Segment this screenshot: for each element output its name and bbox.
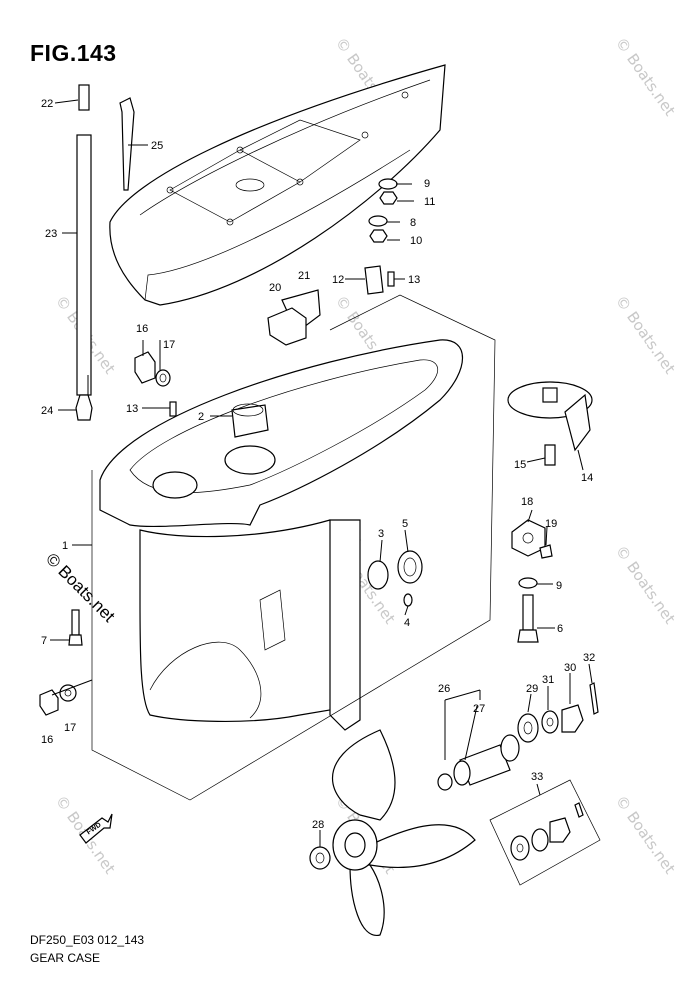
callout-18: 18: [521, 496, 533, 508]
callout-33: 33: [531, 771, 543, 783]
callout-31: 31: [542, 674, 554, 686]
watermark: © Boats.net: [612, 542, 679, 627]
callout-29: 29: [526, 683, 538, 695]
watermark-main: © Boats.net: [42, 549, 119, 626]
callout-32: 32: [583, 652, 595, 664]
callout-16: 16: [136, 323, 148, 335]
callout-19: 19: [545, 518, 557, 530]
seal-parts: [367, 550, 423, 607]
prop-hardware: [437, 682, 599, 791]
trim-tab: [507, 381, 593, 466]
callout-13: 13: [408, 274, 420, 286]
bolts: [68, 577, 539, 646]
callout-2: 2: [198, 411, 204, 423]
callout-17: 17: [163, 339, 175, 351]
callout-13-lower: 13: [126, 403, 138, 415]
callout-5: 5: [402, 518, 408, 530]
watermark: © Boats.net: [612, 792, 679, 877]
callout-labels: 22 25 23 24 9 11 8 10 12 13 21 20 16 17 …: [41, 98, 595, 831]
callout-23: 23: [45, 228, 57, 240]
callout-10: 10: [410, 235, 422, 247]
callout-9: 9: [424, 178, 430, 190]
watermark: © Boats.net: [612, 292, 679, 377]
figure-title: FIG.143: [30, 40, 117, 66]
callout-21: 21: [298, 270, 310, 282]
callout-8: 8: [410, 217, 416, 229]
callout-14: 14: [581, 472, 593, 484]
watermark: © Boats.net: [612, 34, 679, 119]
plug-gasket-upper: [134, 351, 171, 387]
plug-gasket-lower: [39, 684, 77, 716]
callout-11: 11: [424, 196, 435, 208]
gear-case-housing: [99, 339, 463, 731]
callout-27: 27: [473, 703, 485, 715]
callout-1: 1: [62, 540, 68, 552]
callout-7: 7: [41, 635, 47, 647]
callout-25: 25: [151, 140, 163, 152]
callout-24: 24: [41, 405, 53, 417]
callout-4: 4: [404, 617, 410, 629]
callout-12: 12: [332, 274, 344, 286]
figure-name: GEAR CASE: [30, 951, 101, 965]
callout-20: 20: [269, 282, 281, 294]
clip-parts: [267, 289, 321, 346]
figure-code: DF250_E03 012_143: [30, 933, 145, 947]
part-22: [78, 84, 90, 111]
part-25: [119, 97, 135, 191]
propeller: [309, 729, 476, 936]
part-24: [75, 394, 93, 421]
callout-26: 26: [438, 683, 450, 695]
callout-17-lower: 17: [64, 722, 76, 734]
callout-15: 15: [514, 459, 526, 471]
callout-6: 6: [557, 623, 563, 635]
callout-30: 30: [564, 662, 576, 674]
driveshaft-parts: [75, 84, 135, 421]
callout-9-lower: 9: [556, 580, 562, 592]
leader-lines: [50, 99, 593, 847]
callout-22: 22: [41, 98, 53, 110]
anode-block: [511, 519, 553, 559]
callout-28: 28: [312, 819, 324, 831]
callout-16-lower: 16: [41, 734, 53, 746]
kit-33: [489, 779, 601, 886]
part-23: [76, 134, 92, 396]
small-hardware: [169, 178, 398, 417]
reference-box: [91, 294, 496, 801]
callout-3: 3: [378, 528, 384, 540]
